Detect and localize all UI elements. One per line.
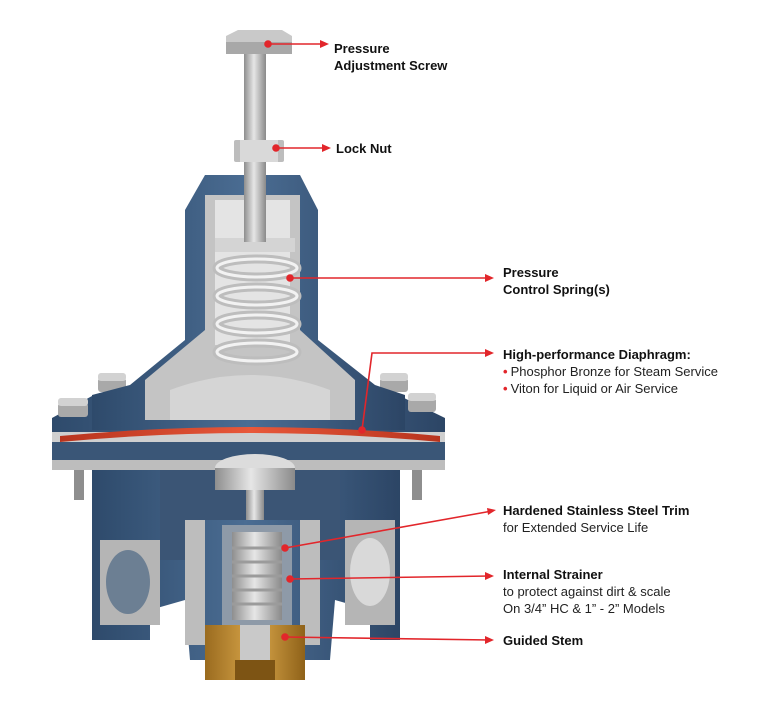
leader-dot [286, 274, 294, 282]
callout-title: Adjustment Screw [334, 58, 448, 73]
spring-button [215, 238, 295, 252]
leader-dot [264, 40, 272, 48]
leader-guided-stem [284, 636, 491, 641]
diaphragm [60, 427, 440, 442]
leader-dot [286, 575, 294, 583]
valve-trim [215, 454, 295, 520]
flange-bolt [380, 373, 408, 392]
leader-dot [272, 144, 280, 152]
guided-stem [205, 625, 305, 680]
leader-diaphragm [361, 352, 490, 431]
callout-bullet-item: •Viton for Liquid or Air Service [503, 381, 678, 396]
callout-text: On 3/4” HC & 1” - 2” Models [503, 601, 665, 616]
callout-strainer: Internal Strainer to protect against dir… [503, 566, 671, 617]
callout-control-spring: Pressure Control Spring(s) [503, 264, 610, 298]
leader-arrow [485, 572, 494, 580]
flange-bolt [58, 398, 88, 417]
leader-arrow [487, 508, 496, 515]
flange-bolt [408, 393, 436, 412]
callout-guided-stem: Guided Stem [503, 632, 583, 649]
callout-text: to protect against dirt & scale [503, 584, 671, 599]
internal-strainer [222, 525, 292, 625]
callout-diaphragm: High-performance Diaphragm: •Phosphor Br… [503, 346, 718, 397]
callout-lock-nut: Lock Nut [336, 140, 392, 157]
callout-trim: Hardened Stainless Steel Trim for Extend… [503, 502, 689, 536]
leader-dot [358, 426, 366, 434]
leader-trim [284, 510, 493, 549]
callout-title: Internal Strainer [503, 567, 603, 582]
leader-strainer [289, 575, 491, 580]
bullet-text: Viton for Liquid or Air Service [510, 381, 678, 396]
leader-arrow [485, 274, 494, 282]
callout-adjustment-screw: Pressure Adjustment Screw [334, 40, 447, 74]
callout-title: Pressure [334, 41, 390, 56]
callout-title: Lock Nut [336, 141, 392, 156]
leader-arrow [322, 144, 331, 152]
lock-nut [234, 140, 284, 162]
control-spring [212, 254, 302, 366]
leader-lines [264, 40, 496, 644]
callout-bullet-item: •Phosphor Bronze for Steam Service [503, 364, 718, 379]
leader-dot [281, 544, 289, 552]
callout-title: Control Spring(s) [503, 282, 610, 297]
leader-arrow [485, 349, 494, 357]
callout-title: Pressure [503, 265, 559, 280]
bullet-text: Phosphor Bronze for Steam Service [510, 364, 718, 379]
callout-title: High-performance Diaphragm: [503, 347, 691, 362]
leader-arrow [320, 40, 329, 48]
callout-title: Guided Stem [503, 633, 584, 648]
leader-dot [281, 633, 289, 641]
callout-text: for Extended Service Life [503, 520, 649, 535]
callout-title: Hardened Stainless Steel Trim [503, 503, 690, 518]
leader-arrow [485, 636, 494, 644]
